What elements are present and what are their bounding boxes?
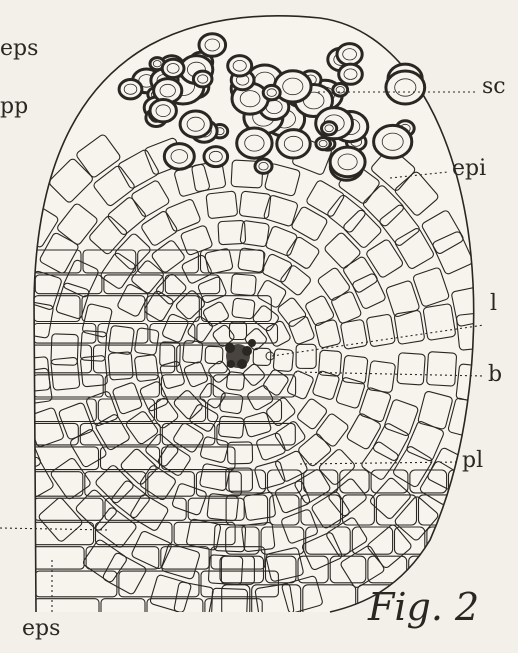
cell-group	[0, 365, 20, 403]
sclerenchyma-cell	[374, 125, 412, 158]
sclerenchyma-cell	[277, 130, 310, 158]
cell-group	[0, 317, 19, 355]
sclerenchyma-cell	[150, 100, 176, 122]
cell	[0, 365, 20, 403]
label-epi: epi	[452, 158, 486, 180]
sclerenchyma-cell	[263, 85, 280, 99]
sclerenchyma-cell	[255, 159, 272, 173]
sclerenchyma-cell	[386, 71, 425, 104]
cell	[0, 404, 30, 446]
cell	[449, 470, 501, 493]
cell	[455, 556, 507, 583]
cell	[0, 317, 19, 355]
sclerenchyma-cell	[180, 111, 211, 137]
label-pp: pp	[0, 96, 28, 118]
sclerenchyma-cell	[228, 56, 252, 76]
cell	[457, 527, 497, 554]
sclerenchyma-cell	[204, 147, 228, 167]
sclerenchyma-cell	[199, 34, 226, 57]
cell	[0, 249, 36, 292]
sclerenchyma-cell	[330, 147, 365, 177]
label-eps-top: eps	[0, 38, 38, 60]
cell-group	[0, 404, 30, 446]
label-b: b	[488, 364, 502, 386]
sclerenchyma-cell	[164, 144, 194, 170]
cell	[456, 495, 490, 525]
label-eps-bottom: eps	[22, 618, 60, 640]
cell-group	[0, 249, 36, 292]
label-pl: pl	[462, 450, 483, 472]
label-l: l	[490, 293, 497, 315]
sclerenchyma-cell	[237, 128, 272, 158]
cell	[0, 274, 28, 315]
label-sc: sc	[482, 76, 506, 98]
sclerenchyma-cell	[337, 44, 362, 65]
sclerenchyma-cell	[322, 122, 337, 135]
sclerenchyma-cell	[339, 64, 363, 84]
sclerenchyma-cell	[162, 59, 184, 77]
sclerenchyma-cell	[193, 71, 212, 87]
figure-caption: Fig. 2	[368, 588, 479, 626]
cell-group	[0, 274, 28, 315]
sclerenchyma-cell	[119, 80, 142, 99]
sclerenchyma-cell	[333, 84, 348, 97]
